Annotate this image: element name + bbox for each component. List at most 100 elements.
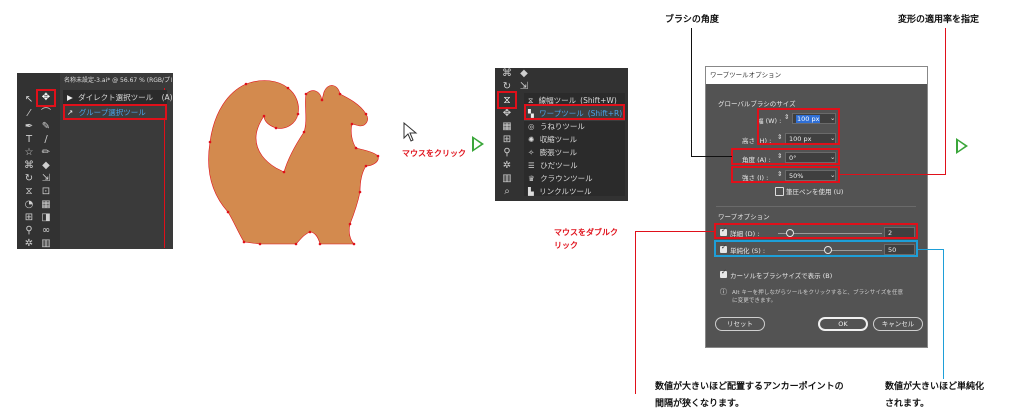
line-tool-icon[interactable]: / (44, 134, 48, 145)
squirrel-illustration (208, 80, 380, 246)
flyout-item-pucker-tool[interactable]: ✺ 収縮ツール (528, 135, 578, 144)
perspective-grid-icon-2[interactable]: ▦ (502, 121, 512, 132)
flyout-item-wrinkle-tool[interactable]: ▙ リンクルツール (528, 187, 592, 196)
simplify-checkbox[interactable]: ✓ (720, 243, 727, 253)
simplify-value-field[interactable]: 50 (884, 244, 915, 255)
leader-simplify-v (943, 249, 944, 379)
graph-tool-icon[interactable]: ▥ (41, 238, 51, 249)
warp-tool-icon: ▚ (528, 109, 534, 118)
eyedropper-icon-2[interactable]: ⚲ (503, 147, 511, 158)
flyout-item-direct-select[interactable]: ▶ ダイレクト選択ツール (A) (67, 93, 173, 102)
step-arrow-icon (472, 136, 484, 152)
flyout-item-warp-tool[interactable]: ▚ ワープツール(Shift+R) (524, 106, 625, 121)
arrow-white-icon: ▶ (67, 93, 73, 102)
highlight-group-select-item (63, 104, 167, 120)
flyout-item-scallop-tool[interactable]: ☰ ひだツール (528, 161, 578, 170)
magic-wand-icon[interactable]: ⁄ (28, 108, 30, 119)
ok-button[interactable]: OK (818, 317, 868, 331)
cancel-button[interactable]: キャンセル (873, 317, 923, 331)
pressure-pen-checkbox[interactable] (775, 187, 784, 196)
height-dropdown-icon[interactable]: ⌄ (830, 134, 836, 142)
puppet-warp-icon[interactable]: ✥ (502, 108, 512, 119)
symbol-sprayer-icon[interactable]: ✲ (24, 238, 34, 249)
width-tool-icon[interactable]: ⧖ (25, 186, 33, 197)
strength-dropdown-icon[interactable]: ⌄ (830, 171, 836, 179)
detail-desc-line1: 数値が大きいほど配置するアンカーポイントの (655, 382, 844, 392)
show-cursor-checkbox[interactable]: ✓ (720, 268, 727, 278)
detail-slider-knob[interactable] (786, 229, 794, 237)
gradient-tool-icon[interactable]: ◨ (41, 212, 51, 223)
width-stepper-icon[interactable]: ⇕ (784, 113, 790, 121)
rotate-tool-icon[interactable]: ↻ (24, 173, 34, 184)
click-note: マウスをクリック (402, 149, 466, 158)
zoom-tool-icon[interactable]: ⌕ (504, 186, 510, 197)
eyedropper-icon[interactable]: ⚲ (25, 225, 33, 236)
star-tool-icon[interactable]: ☆ (24, 147, 34, 158)
flyout-item-twirl-tool[interactable]: ◎ うねりツール (528, 122, 585, 131)
highlight-angle-field (731, 148, 840, 165)
doc-tab-title[interactable]: 名称未設定-3.ai* @ 56.67 % (RGB/プレ (64, 77, 172, 84)
toolbox-panel-1 (17, 73, 65, 249)
scale-tool-icon[interactable]: ⇲ (41, 173, 51, 184)
strength-field[interactable]: 50% (785, 170, 836, 181)
simplify-slider-knob[interactable] (824, 246, 832, 254)
lasso-icon[interactable]: ⌒ (41, 108, 51, 119)
width-dropdown-icon[interactable]: ⌄ (830, 114, 836, 122)
curvature-tool-icon[interactable]: ✎ (41, 121, 51, 132)
simplify-desc-line1: 数値が大きいほど単純化 (885, 382, 985, 392)
height-stepper-icon[interactable]: ⇕ (777, 133, 783, 141)
flyout-item-group-select[interactable]: ↗ グループ選択ツール (63, 105, 167, 120)
leader-simplify-h (918, 249, 944, 250)
flyout-item-bloat-tool[interactable]: ✧ 膨張ツール (528, 148, 578, 157)
simplify-desc-line2: されます。 (885, 399, 930, 409)
highlight-strength-field (731, 166, 840, 183)
detail-slider-track[interactable] (778, 233, 882, 234)
angle-field[interactable]: 0° (785, 152, 836, 163)
type-tool-icon[interactable]: T (25, 134, 33, 145)
leader-detail-v (635, 231, 636, 394)
bloat-tool-icon: ✧ (528, 148, 535, 157)
step-arrow-icon-2 (956, 138, 968, 154)
width-tool-icon-small: ⧖ (528, 96, 534, 105)
width-field[interactable]: 100 px (792, 113, 836, 124)
angle-stepper-icon[interactable]: ⇕ (777, 152, 783, 160)
mesh-tool-icon-2[interactable]: ⊞ (502, 134, 512, 145)
symbol-sprayer-icon-2[interactable]: ✲ (502, 160, 512, 171)
graph-tool-icon-2[interactable]: ▥ (502, 173, 512, 184)
reset-button[interactable]: リセット (715, 317, 765, 331)
perspective-grid-icon[interactable]: ▦ (41, 199, 51, 210)
selection-tool-icon[interactable]: ↖ (24, 94, 34, 105)
free-transform-icon[interactable]: ⊡ (41, 186, 51, 197)
mesh-tool-icon[interactable]: ⊞ (24, 212, 34, 223)
detail-checkbox[interactable]: ✓ (720, 226, 727, 236)
rotate-tool-icon-2[interactable]: ↻ (502, 81, 512, 92)
strength-label: 強さ (I) : (742, 174, 769, 182)
height-label: 高さ (H) : (742, 137, 772, 145)
warp-options-section: ワープオプション (718, 213, 770, 221)
blend-tool-icon[interactable]: ∞ (41, 225, 51, 236)
canvas-edge-line (164, 88, 165, 248)
paintbrush-icon[interactable]: ✏ (41, 147, 51, 158)
shaper-tool-icon-2[interactable]: ⌘ (502, 68, 512, 79)
eraser-icon[interactable]: ◆ (42, 160, 50, 171)
flyout-item-width-tool[interactable]: ⧖ 線幅ツール(Shift+W) (528, 96, 617, 105)
info-line-1: Alt キーを押しながらツールをクリックすると、ブラシサイズを任意 (732, 290, 904, 296)
twirl-tool-icon: ◎ (528, 122, 535, 131)
direct-selection-tool-icon[interactable]: ✥ (41, 92, 51, 103)
flyout-item-crystallize-tool[interactable]: ♛ クラウンツール (528, 174, 593, 183)
eraser-icon-2[interactable]: ◆ (520, 68, 528, 79)
brush-angle-caption: ブラシの角度 (665, 15, 719, 25)
group-select-icon: ↗ (67, 108, 74, 117)
pen-tool-icon[interactable]: ✒ (24, 121, 34, 132)
pressure-pen-label: 筆圧ペンを使用 (U) (786, 188, 844, 196)
dialog-title: ワープツールオプション (706, 67, 927, 84)
shaper-tool-icon[interactable]: ⌘ (24, 160, 34, 171)
shape-builder-icon[interactable]: ◔ (24, 199, 34, 210)
info-line-2: に変更できます。 (732, 298, 777, 304)
angle-dropdown-icon[interactable]: ⌄ (830, 153, 836, 161)
angle-label: 角度 (A) : (742, 156, 771, 164)
strength-stepper-icon[interactable]: ⇕ (777, 170, 783, 178)
width-tool-icon-2[interactable]: ⧖ (503, 95, 511, 106)
scale-tool-icon-2[interactable]: ⇲ (519, 81, 529, 92)
leader-angle-h (691, 156, 732, 157)
